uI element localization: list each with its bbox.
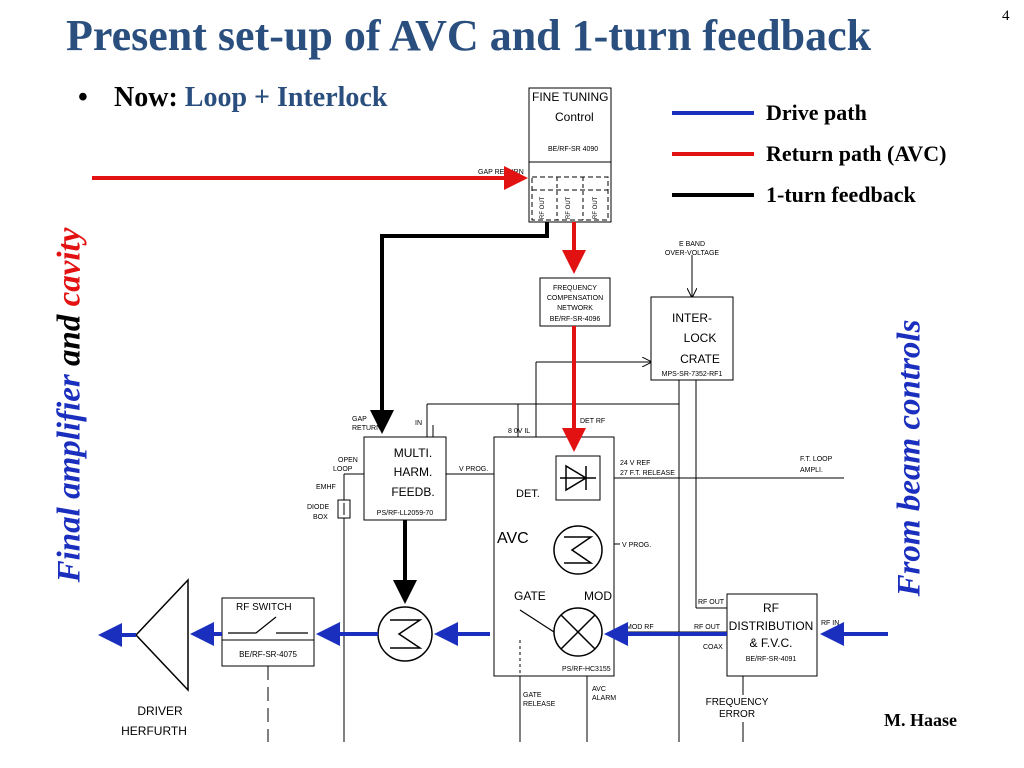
avc-title: AVC — [497, 530, 529, 547]
driver-amplifier-icon — [134, 578, 189, 692]
legend-swatch-feedback — [672, 192, 754, 197]
drive-path — [98, 622, 888, 647]
page-number: 4 — [1002, 8, 1010, 24]
interlock-line3: CRATE — [680, 352, 720, 366]
mhf-in-label: IN — [415, 420, 422, 427]
fine-tuning-control-block: FINE TUNING Control BE/RF-SR 4090 GAP RE… — [478, 87, 612, 223]
avc-gate-label: GATE — [514, 589, 546, 603]
rfdist-line2: DISTRIBUTION — [729, 619, 814, 633]
mhf-loop-label: LOOP — [333, 466, 353, 473]
interlock-crate-block: INTER- LOCK CRATE MPS-SR-7352-RF1 — [650, 296, 734, 381]
rf-switch-block: RF SWITCH BE/RF-SR-4075 — [221, 597, 315, 667]
rfdist-rfin-label: RF IN — [821, 620, 839, 627]
interlock-code: MPS-SR-7352-RF1 — [662, 371, 723, 378]
avc-block: 8 0V IL DET RF DET. 24 V REF 27 F.T. REL… — [493, 418, 675, 708]
bullet-dot-icon: • — [78, 82, 88, 113]
rf-switch-icon — [228, 616, 308, 634]
mhf-open-label: OPEN — [338, 457, 358, 464]
interlock-line2: LOCK — [684, 331, 717, 345]
gate-switch-icon — [519, 609, 555, 633]
gate-release-line2: RELEASE — [523, 701, 556, 708]
freq-error-line1: FREQUENCY — [706, 697, 769, 708]
eband-line2: OVER-VOLTAGE — [665, 250, 720, 257]
avc-filter-icon — [553, 525, 603, 575]
legend-swatch-drive — [672, 110, 754, 115]
mhf-vprog-label: V PROG. — [459, 466, 488, 473]
bullet-point: • Now: Loop + Interlock — [78, 82, 387, 114]
rfdist-rfout2-label: RF OUT — [694, 624, 721, 631]
legend: Drive path Return path (AVC) 1-turn feed… — [672, 92, 947, 215]
legend-swatch-return — [672, 151, 754, 156]
bullet-lead: Now: — [114, 82, 178, 113]
freq-comp-line1: FREQUENCY — [553, 285, 597, 292]
legend-item-drive: Drive path — [672, 92, 947, 133]
avc-mod-label: MOD — [584, 589, 612, 603]
legend-label-drive: Drive path — [766, 99, 867, 125]
freq-comp-line3: NETWORK — [557, 305, 593, 312]
driver-line2: HERFURTH — [121, 724, 187, 738]
mhf-code: PS/RF-LL2059-70 — [377, 510, 434, 517]
mhf-return-label: RETURN — [352, 425, 381, 432]
fine-tuning-title1: FINE TUNING — [532, 90, 608, 104]
bullet-text: Loop + Interlock — [184, 82, 388, 113]
feedback-path — [370, 222, 549, 604]
avc-detrf-label: DET RF — [580, 418, 605, 425]
rf-switch-code: BE/RF-SR-4075 — [239, 650, 297, 659]
avc-vprog-label: V PROG. — [622, 542, 651, 549]
mhf-emhf-label: EMHF — [316, 484, 336, 491]
rfdist-rfout1-label: RF OUT — [698, 599, 725, 606]
freq-comp-code: BE/RF-SR-4096 — [550, 316, 601, 323]
slide-title: Present set-up of AVC and 1-turn feedbac… — [66, 11, 872, 60]
mhf-line1: MULTI. — [394, 446, 432, 460]
fine-tuning-code: BE/RF-SR 4090 — [548, 146, 598, 153]
avc-alarm-line1: AVC — [592, 686, 606, 693]
ft-loop-line2: AMPLI. — [800, 467, 823, 474]
rf-out-label-3: RF OUT — [593, 196, 599, 219]
rf-switch-title: RF SWITCH — [236, 602, 292, 613]
rfdist-line1: RF — [763, 601, 779, 615]
mhf-gap-label: GAP — [352, 416, 367, 423]
mhf-adder-icon — [377, 606, 433, 662]
avc-24vref-label: 24 V REF — [620, 460, 650, 467]
avc-det-label: DET. — [516, 488, 540, 500]
rf-out-label-2: RF OUT — [566, 196, 572, 219]
interlock-line1: INTER- — [672, 311, 712, 325]
fine-tuning-title2: Control — [555, 110, 594, 124]
avc-code: PS/RF-HC3155 — [562, 666, 611, 673]
avc-ftrelease-label: 27 F.T. RELEASE — [620, 470, 675, 477]
mhf-diode-label: DIODE — [307, 504, 330, 511]
avc-alarm-line2: ALARM — [592, 695, 616, 702]
mhf-line2: HARM. — [394, 465, 433, 479]
return-path — [92, 166, 586, 452]
ft-loop-line1: F.T. LOOP — [800, 456, 833, 463]
legend-label-return: Return path (AVC) — [766, 140, 947, 166]
rfdist-line3: & F.V.C. — [750, 636, 793, 650]
thin-wiring — [267, 255, 844, 742]
legend-item-feedback: 1-turn feedback — [672, 174, 947, 215]
multi-harmonic-feedback-block: MULTI. HARM. FEEDB. PS/RF-LL2059-70 GAP … — [307, 416, 488, 521]
author-credit: M. Haase — [884, 710, 957, 730]
avc-modrf-label: MOD RF — [626, 624, 654, 631]
mhf-box-label: BOX — [313, 514, 328, 521]
frequency-compensation-block: FREQUENCY COMPENSATION NETWORK BE/RF-SR-… — [539, 277, 611, 327]
freq-error-line2: ERROR — [719, 709, 755, 720]
driver-line1: DRIVER — [137, 704, 183, 718]
rf-out-label-1: RF OUT — [540, 196, 546, 219]
legend-label-feedback: 1-turn feedback — [766, 181, 916, 207]
rf-distribution-block: RF DISTRIBUTION & F.V.C. BE/RF-SR-4091 R… — [694, 593, 839, 677]
mhf-line3: FEEDB. — [391, 485, 434, 499]
gap-return-label: GAP RETURN — [478, 169, 524, 176]
rfdist-code: BE/RF-SR-4091 — [746, 656, 797, 663]
rfdist-coax-label: COAX — [703, 644, 723, 651]
freq-comp-line2: COMPENSATION — [547, 295, 603, 302]
avc-8v-label: 8 0V IL — [508, 428, 530, 435]
legend-item-return: Return path (AVC) — [672, 133, 947, 174]
gate-release-line1: GATE — [523, 692, 542, 699]
eband-line1: E BAND — [679, 241, 705, 248]
